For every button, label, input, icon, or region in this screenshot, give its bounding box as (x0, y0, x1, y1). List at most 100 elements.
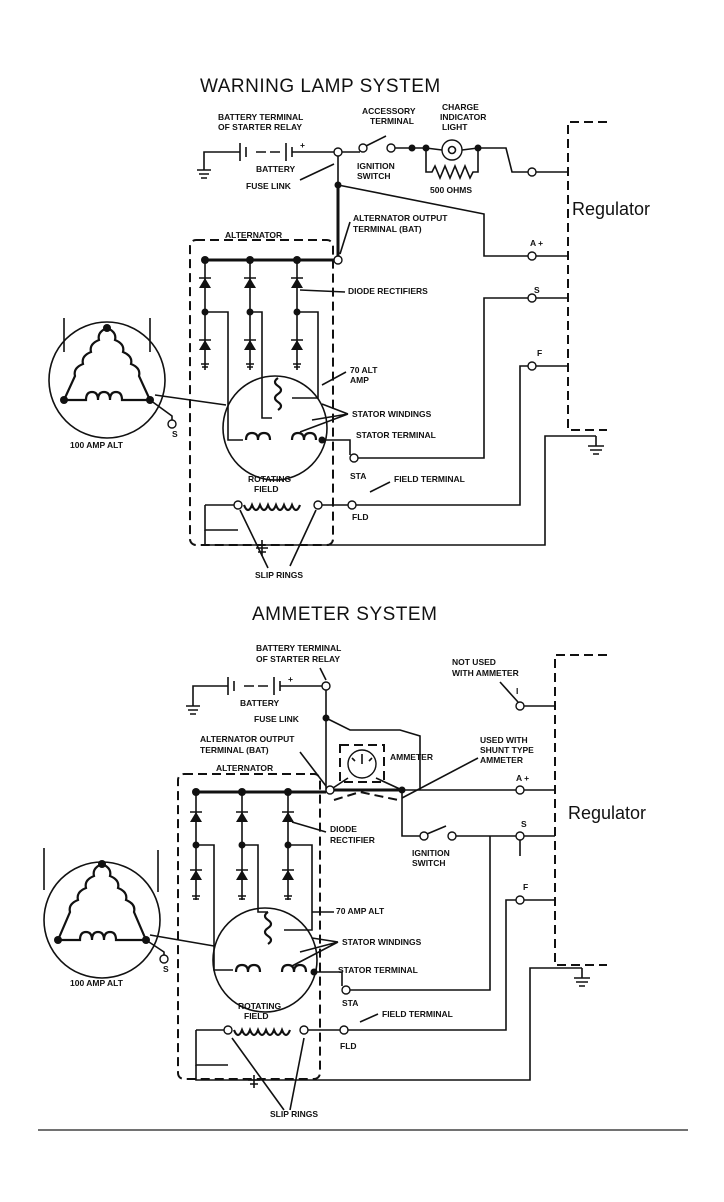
am-stator-coil-b (234, 963, 262, 973)
charge-indicator-label-1: CHARGE (442, 102, 479, 112)
regulator-f-terminal (527, 361, 537, 371)
alt-70-label-2: AMP (350, 375, 369, 385)
battery-terminal-label-2: OF STARTER RELAY (218, 122, 302, 132)
am-alt-output-pointer (299, 751, 327, 787)
am-regulator-ground (574, 968, 590, 987)
regulator-box (567, 121, 607, 431)
am-battery-ground-wire (192, 685, 228, 706)
inset-100-amp (48, 318, 227, 439)
diode-rectifiers-label: DIODE RECTIFIERS (348, 286, 428, 296)
am-ground-symbol (186, 705, 200, 715)
am-fld-label: FLD (340, 1041, 357, 1051)
am-rotor-coil (232, 1027, 292, 1037)
am-field-loop (195, 1030, 228, 1066)
sta-terminal (349, 453, 359, 463)
am-alternator-box (177, 773, 321, 1080)
accessory-junction (408, 144, 416, 152)
ground-symbol (197, 169, 211, 179)
am-diode-label-1: DIODE (330, 824, 357, 834)
inset-s-wire (149, 399, 173, 420)
am-inset-coil-right (101, 862, 148, 941)
not-used-label-2: WITH AMMETER (452, 668, 519, 678)
am-inset-leads-top (43, 848, 159, 892)
am-battery-terminal-label-1: BATTERY TERMINAL (256, 643, 341, 653)
used-with-label-1: USED WITH (480, 735, 528, 745)
am-f-wire (348, 899, 516, 1031)
stator-terminal-label: STATOR TERMINAL (356, 430, 436, 440)
am-alt-output-label-2: TERMINAL (BAT) (200, 745, 269, 755)
am-ignition-label-2: SWITCH (412, 858, 446, 868)
resistor-500-ohms (425, 148, 479, 181)
stator-pointers (299, 371, 349, 433)
battery-label: BATTERY (256, 164, 296, 174)
am-i-terminal-leads (499, 681, 555, 707)
i-label: I (516, 686, 518, 696)
ammeter-system: AMMETER SYSTEM BATTERY TERMINAL OF START… (43, 604, 646, 1119)
am-diode-grounds (192, 895, 292, 900)
am-diode-pointer (291, 821, 327, 833)
am-battery-symbol (227, 677, 322, 695)
am-regulator-a-plus-terminal (515, 785, 525, 795)
am-diode-bridge (190, 792, 327, 900)
am-a-plus-label: A + (516, 773, 529, 783)
stator-coil-a (273, 377, 283, 411)
stator-coil-b (244, 431, 272, 441)
am-sta-wire (314, 971, 343, 986)
am-s-label: S (521, 819, 527, 829)
am-diode-label-2: RECTIFIER (330, 835, 375, 845)
diode-bridge (199, 260, 346, 370)
alternator-label: ALTERNATOR (225, 230, 282, 240)
am-stator-housing (212, 907, 318, 1013)
am-alternator-label: ALTERNATOR (216, 763, 273, 773)
not-used-label-1: NOT USED (452, 657, 496, 667)
am-slip-rings-label: SLIP RINGS (270, 1109, 318, 1119)
am-stator-terminal-label: STATOR TERMINAL (338, 965, 418, 975)
am-alt-ground (248, 1075, 260, 1088)
f-label: F (537, 348, 542, 358)
regulator-a-plus-terminal (527, 251, 537, 261)
battery-ground-wire (203, 151, 240, 170)
am-slip-ring-right (299, 1025, 309, 1035)
am-slip-ring-pointers (231, 1037, 305, 1111)
stator-housing (222, 375, 328, 481)
inset-coil-left (63, 326, 108, 401)
am-inset-s-terminal (159, 954, 169, 964)
am-stator-windings-label: STATOR WINDINGS (342, 937, 422, 947)
am-sta-terminal (341, 985, 351, 995)
am-upper-diodes (190, 812, 294, 822)
field-terminal-label: FIELD TERMINAL (394, 474, 465, 484)
am-ignition-terminal-a (419, 831, 429, 841)
ignition-switch-blade (365, 135, 387, 147)
am-regulator-s-terminal (515, 831, 525, 841)
inset-coil-right (106, 326, 151, 401)
am-regulator-ground-wire (195, 967, 582, 1081)
am-inset-100-amp (43, 848, 215, 979)
am-stator-pointers (291, 911, 339, 967)
regulator-ground (588, 436, 604, 455)
lamp-to-regulator-wire (478, 147, 528, 173)
am-inset-coil-left (56, 862, 103, 941)
fuse-link-label: FUSE LINK (246, 181, 292, 191)
f-wire (356, 365, 528, 506)
am-lower-diodes (190, 870, 294, 880)
sta-label: STA (350, 471, 366, 481)
lamp-filament (447, 145, 457, 155)
sta-wire (322, 439, 351, 455)
field-loop-left (204, 505, 238, 531)
am-bat-terminal (325, 785, 335, 795)
regulator-i-terminal (527, 167, 537, 177)
am-starter-relay-terminal (321, 681, 331, 691)
battery-terminal-label-1: BATTERY TERMINAL (218, 112, 303, 122)
amp-100-label: 100 AMP ALT (70, 440, 124, 450)
am-regulator-i-terminal (515, 701, 525, 711)
alt-output-pointer (339, 221, 351, 255)
ignition-switch-terminal-b (386, 143, 396, 153)
am-alt-output-label-1: ALTERNATOR OUTPUT (200, 734, 295, 744)
am-ignition-blade (426, 825, 447, 835)
inset-coil-bottom (64, 390, 150, 402)
stator-windings-label: STATOR WINDINGS (352, 409, 432, 419)
am-stator-coil-c (280, 963, 308, 973)
am-slip-ring-left (223, 1025, 233, 1035)
a-plus-label: A + (530, 238, 543, 248)
